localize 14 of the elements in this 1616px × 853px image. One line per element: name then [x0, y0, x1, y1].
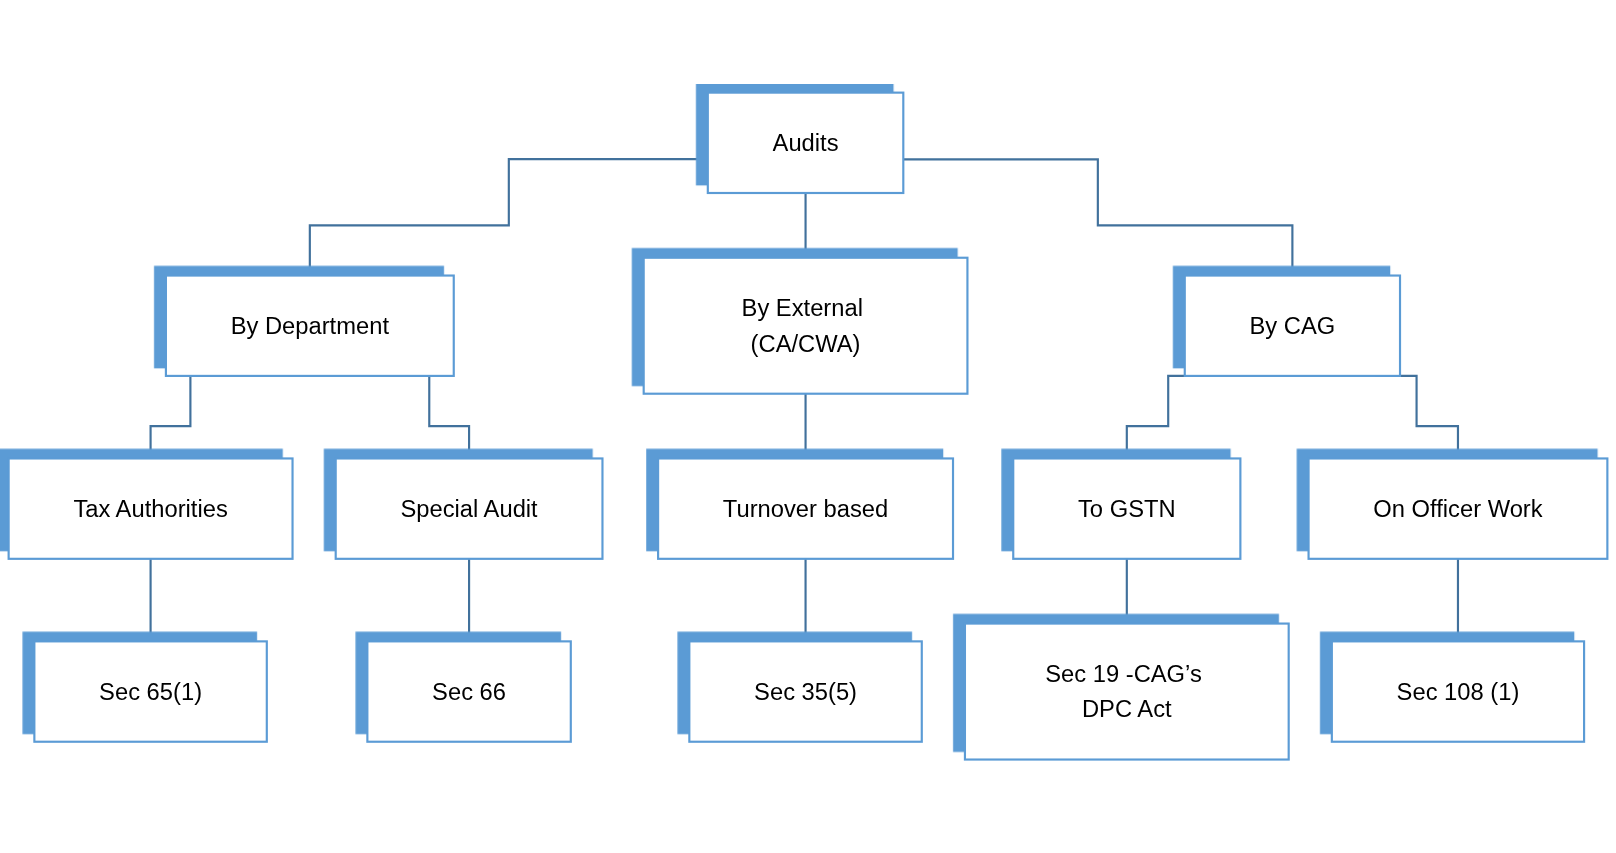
node-box: Sec 108 (1) [1330, 640, 1586, 744]
node-box: By External (CA/CWA) [642, 257, 969, 396]
node-box: On Officer Work [1307, 457, 1609, 561]
node-box: Tax Authorities [7, 457, 294, 561]
node-box: By Department [164, 274, 455, 378]
node-box: Sec 66 [366, 640, 572, 744]
node-box: By CAG [1183, 274, 1402, 378]
node-box: Audits [706, 91, 905, 195]
node-box: Sec 19 -CAG’s DPC Act [963, 622, 1290, 762]
node-box: Turnover based [657, 457, 955, 561]
node-box: Special Audit [334, 457, 604, 561]
node-box: Sec 65(1) [33, 640, 268, 744]
node-box: To GSTN [1012, 457, 1242, 561]
node-box: Sec 35(5) [688, 640, 923, 744]
